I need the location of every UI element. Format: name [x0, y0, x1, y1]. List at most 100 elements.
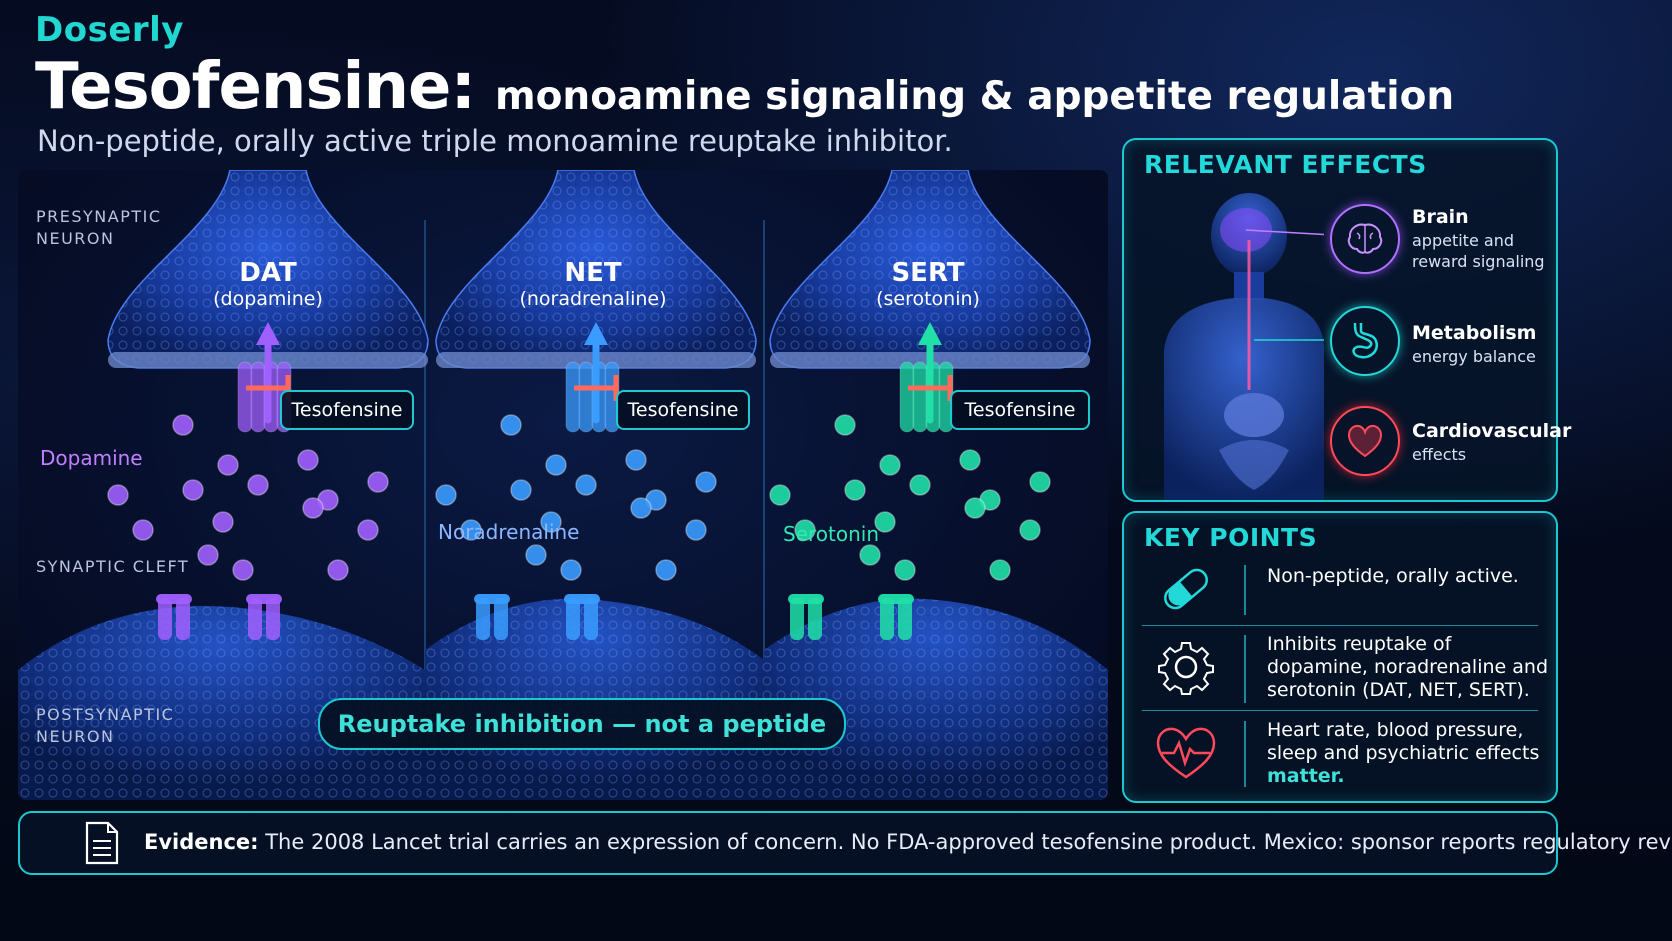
key-points-title: KEY POINTS: [1144, 523, 1318, 552]
neurotransmitter-molecule: [232, 559, 254, 581]
neurotransmitter-molecule: [655, 559, 677, 581]
stomach-icon: [1352, 322, 1378, 359]
presynaptic-terminal: [769, 170, 1091, 433]
presynaptic-label-text: PRESYNAPTIC NEURON: [36, 207, 162, 248]
key-point-highlight: matter.: [1267, 765, 1345, 787]
neurotransmitter-molecule: [964, 497, 986, 519]
neurotransmitter-molecule: [327, 559, 349, 581]
neurotransmitter-label-noradrenaline: Noradrenaline: [438, 520, 580, 544]
neurotransmitter-molecule: [357, 519, 379, 541]
neurotransmitter-molecule: [894, 559, 916, 581]
key-point-text-main: Heart rate, blood pressure, sleep and ps…: [1267, 719, 1540, 764]
neurotransmitter-molecule: [630, 497, 652, 519]
page-title-sub: monoamine signaling & appetite regulatio…: [495, 74, 1455, 119]
kp-divider: [1142, 625, 1538, 626]
receptor: [564, 594, 600, 640]
gear-icon: [1158, 642, 1214, 695]
transporter-sub: (serotonin): [876, 288, 980, 310]
transporter-dat-title: DAT (dopamine): [173, 258, 363, 310]
synapse-diagram: PRESYNAPTIC NEURON SYNAPTIC CLEFT POSTSY…: [18, 170, 1108, 800]
neurotransmitter-molecule: [540, 511, 562, 533]
receptor: [878, 594, 914, 640]
neurotransmitter-molecule: [435, 484, 457, 506]
receptor: [156, 594, 192, 640]
presynaptic-label: PRESYNAPTIC NEURON: [36, 206, 162, 250]
neurotransmitter-molecule: [874, 511, 896, 533]
drug-label-net: Tesofensine: [616, 390, 750, 430]
neurotransmitter-molecule: [172, 414, 194, 436]
neurotransmitter-molecule: [500, 414, 522, 436]
neurotransmitter-molecule: [297, 449, 319, 471]
drug-label-sert: Tesofensine: [950, 390, 1090, 430]
neurotransmitter-molecule: [107, 484, 129, 506]
key-points-panel: KEY POINTS Non-peptide, orally active. I…: [1122, 511, 1558, 803]
page-title: Tesofensine:: [35, 50, 476, 124]
neurotransmitter-label-dopamine: Dopamine: [40, 446, 143, 470]
presynaptic-terminal: [435, 170, 757, 433]
neurotransmitter-molecule: [909, 474, 931, 496]
effect-brain-circle: [1330, 204, 1400, 274]
receptor: [788, 594, 824, 640]
effect-desc: appetite and reward signaling: [1412, 231, 1545, 271]
kp-separator: [1244, 565, 1246, 615]
transporter-name: NET: [564, 258, 622, 288]
heart-rate-icon: [1156, 727, 1216, 779]
neurotransmitter-molecule: [302, 497, 324, 519]
neurotransmitter-molecule: [545, 454, 567, 476]
neurotransmitter-molecule: [1019, 519, 1041, 541]
evidence-footer: Evidence: The 2008 Lancet trial carries …: [18, 811, 1672, 875]
evidence-body: The 2008 Lancet trial carries an express…: [265, 830, 1672, 854]
transporter-net-title: NET (noradrenaline): [498, 258, 688, 310]
neurotransmitter-molecule: [510, 479, 532, 501]
neurotransmitter-molecule: [247, 474, 269, 496]
transporter-name: DAT: [239, 258, 297, 288]
relevant-effects-panel: RELEVANT EFFECTS Brain appetite and rewa…: [1122, 138, 1571, 502]
postsynaptic-label-text: POSTSYNAPTIC NEURON: [36, 705, 175, 746]
neurotransmitter-molecule: [685, 519, 707, 541]
neurotransmitter-molecule: [834, 414, 856, 436]
neurotransmitter-molecule: [989, 559, 1011, 581]
neurotransmitter-molecule: [959, 449, 981, 471]
neurotransmitter-molecule: [182, 479, 204, 501]
human-body-figure: [1164, 193, 1324, 500]
evidence-text: Evidence: The 2008 Lancet trial carries …: [144, 830, 1672, 854]
reuptake-arrow-head: [584, 322, 608, 345]
capsule-icon: [1164, 568, 1208, 610]
neurotransmitter-molecule: [879, 454, 901, 476]
neurotransmitter-molecule: [1029, 471, 1051, 493]
neurotransmitter-label-serotonin: Serotonin: [783, 522, 880, 546]
postsynaptic-label: POSTSYNAPTIC NEURON: [36, 704, 174, 748]
receptors: [156, 594, 914, 640]
neurotransmitter-molecule: [367, 471, 389, 493]
key-point-text: Inhibits reuptake of dopamine, noradrena…: [1267, 633, 1549, 701]
key-point-text: Heart rate, blood pressure, sleep and ps…: [1267, 719, 1557, 788]
transporter-sub: (noradrenaline): [519, 288, 667, 310]
synaptic-cleft-label: SYNAPTIC CLEFT: [36, 557, 190, 576]
neurotransmitter-molecule: [132, 519, 154, 541]
neurotransmitter-molecule: [794, 519, 816, 541]
neurotransmitter-molecule: [844, 479, 866, 501]
neurotransmitter-molecule: [695, 471, 717, 493]
transporter-sub: (dopamine): [213, 288, 323, 310]
effect-metabolism-circle: [1330, 306, 1400, 376]
synapse-svg: [18, 170, 1108, 800]
receptor: [246, 594, 282, 640]
transporter-sert-title: SERT (serotonin): [833, 258, 1023, 310]
evidence-label: Evidence:: [144, 830, 259, 854]
neurotransmitter-molecule: [197, 544, 219, 566]
neurotransmitter-molecule: [212, 511, 234, 533]
neurotransmitter-molecule: [460, 519, 482, 541]
effect-title: Brain: [1412, 206, 1469, 228]
effect-desc: energy balance: [1412, 347, 1536, 366]
neurotransmitter-molecule: [769, 484, 791, 506]
brand-logo: Doserly: [35, 10, 184, 50]
effect-title: Metabolism: [1412, 322, 1537, 344]
brain-icon: [1347, 223, 1383, 254]
kp-separator: [1244, 721, 1246, 787]
kp-separator: [1244, 635, 1246, 703]
neurotransmitter-molecule: [625, 449, 647, 471]
neurotransmitter-molecule: [575, 474, 597, 496]
reuptake-arrow-head: [256, 322, 280, 345]
neurotransmitter-molecule: [859, 544, 881, 566]
relevant-effects-title: RELEVANT EFFECTS: [1144, 150, 1427, 179]
